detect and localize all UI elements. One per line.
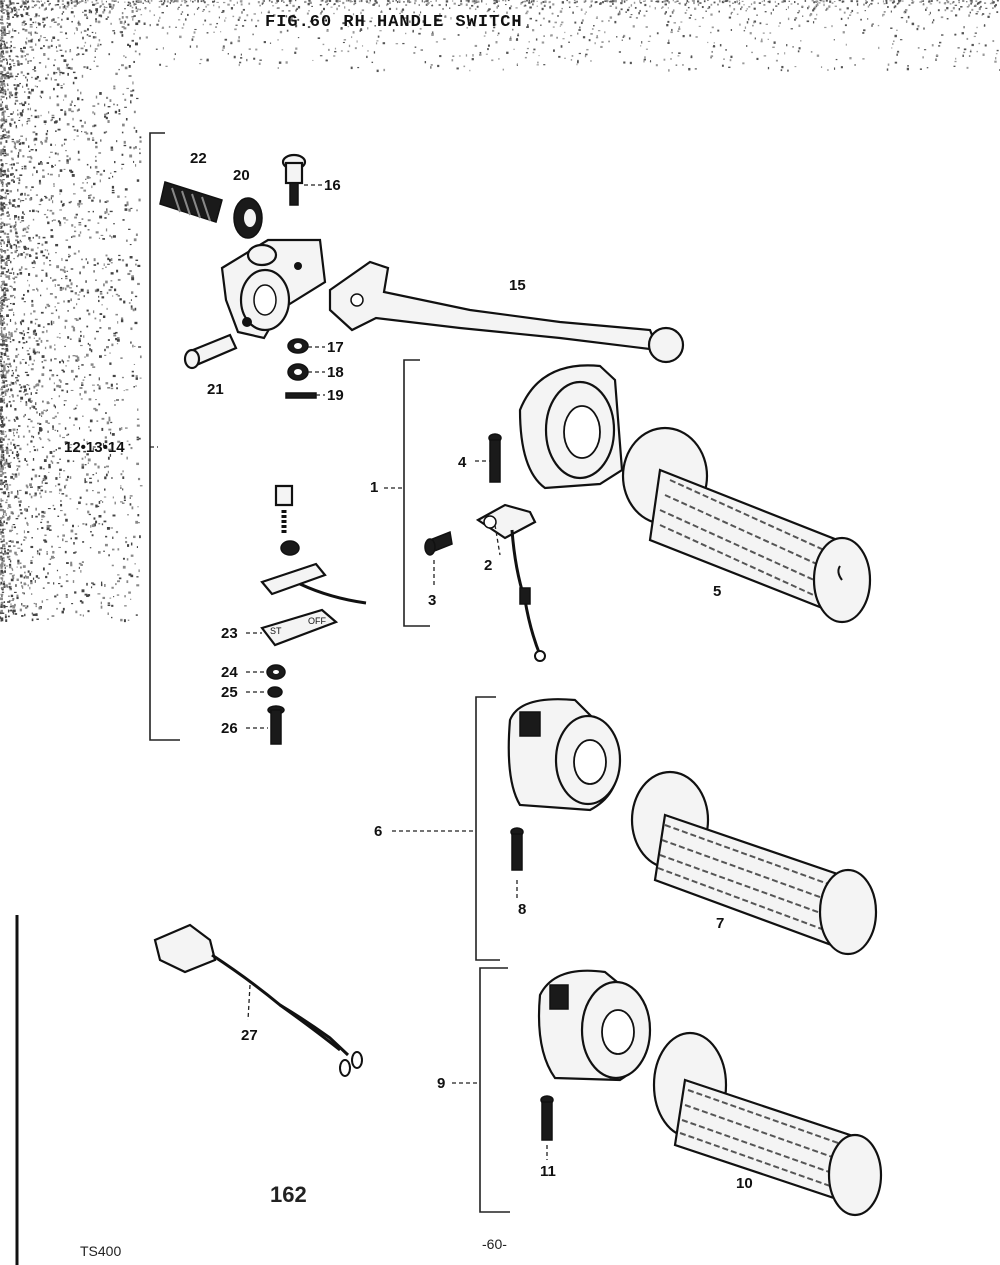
switch-housing-6 (507, 698, 622, 812)
spacer-20 (233, 197, 263, 239)
switch-base-23: ST OFF (260, 608, 339, 647)
bracket-1 (403, 359, 430, 627)
label-2: 2 (484, 557, 492, 574)
bolt-21 (183, 333, 238, 370)
bracket-9 (479, 967, 510, 1213)
wire-harness-27 (153, 923, 363, 1077)
washer-17 (287, 338, 309, 354)
bolt-16 (281, 153, 307, 206)
label-17: 17 (327, 339, 344, 356)
screw-3 (424, 530, 453, 556)
switch-contact-plate (260, 562, 367, 605)
label-1: 1 (370, 479, 378, 496)
label-15: 15 (509, 277, 526, 294)
label-19: 19 (327, 387, 344, 404)
label-10: 10 (736, 1175, 753, 1192)
washer-25 (267, 686, 283, 698)
grip-10 (652, 1031, 883, 1217)
bolt-22 (159, 181, 223, 223)
screw-8 (510, 827, 524, 871)
switch-plunger (274, 484, 300, 556)
label-21: 21 (207, 381, 224, 398)
nut-18 (287, 363, 309, 381)
grip-7 (630, 770, 878, 956)
figure-title: FIG.60 RH HANDLE SWITCH (265, 13, 523, 32)
switch-housing-9 (537, 969, 652, 1082)
label-8: 8 (518, 901, 526, 918)
model-label: TS400 (80, 1243, 121, 1259)
label-3: 3 (428, 592, 436, 609)
washer-24 (266, 664, 286, 680)
page-footer: -60- (482, 1236, 507, 1252)
label-12-13-14: 12•13•14 (64, 439, 125, 456)
label-16: 16 (324, 177, 341, 194)
label-9: 9 (437, 1075, 445, 1092)
bracket-6 (475, 696, 500, 961)
label-18: 18 (327, 364, 344, 381)
label-27: 27 (241, 1027, 258, 1044)
screw-26 (267, 705, 285, 745)
screw-4 (488, 433, 502, 483)
label-23: 23 (221, 625, 238, 642)
label-leaders (246, 184, 548, 1160)
svg-text:ST: ST (270, 626, 282, 636)
switch-housing-1 (518, 364, 624, 490)
pin-19 (285, 392, 317, 399)
throttle-grip-5 (621, 426, 872, 624)
bracket-12-13-14 (149, 132, 180, 741)
label-5: 5 (713, 583, 721, 600)
svg-text:OFF: OFF (308, 616, 326, 626)
lever-holder (220, 238, 327, 340)
page-badge: 162 (270, 1182, 307, 1207)
label-24: 24 (221, 664, 238, 681)
label-25: 25 (221, 684, 238, 701)
label-22: 22 (190, 150, 207, 167)
label-6: 6 (374, 823, 382, 840)
switch-unit-2 (475, 503, 546, 662)
label-20: 20 (233, 167, 250, 184)
screw-11 (540, 1095, 554, 1141)
label-26: 26 (221, 720, 238, 737)
label-11: 11 (540, 1163, 556, 1180)
label-4: 4 (458, 454, 467, 471)
label-7: 7 (716, 915, 724, 932)
brake-lever-15 (328, 260, 685, 364)
